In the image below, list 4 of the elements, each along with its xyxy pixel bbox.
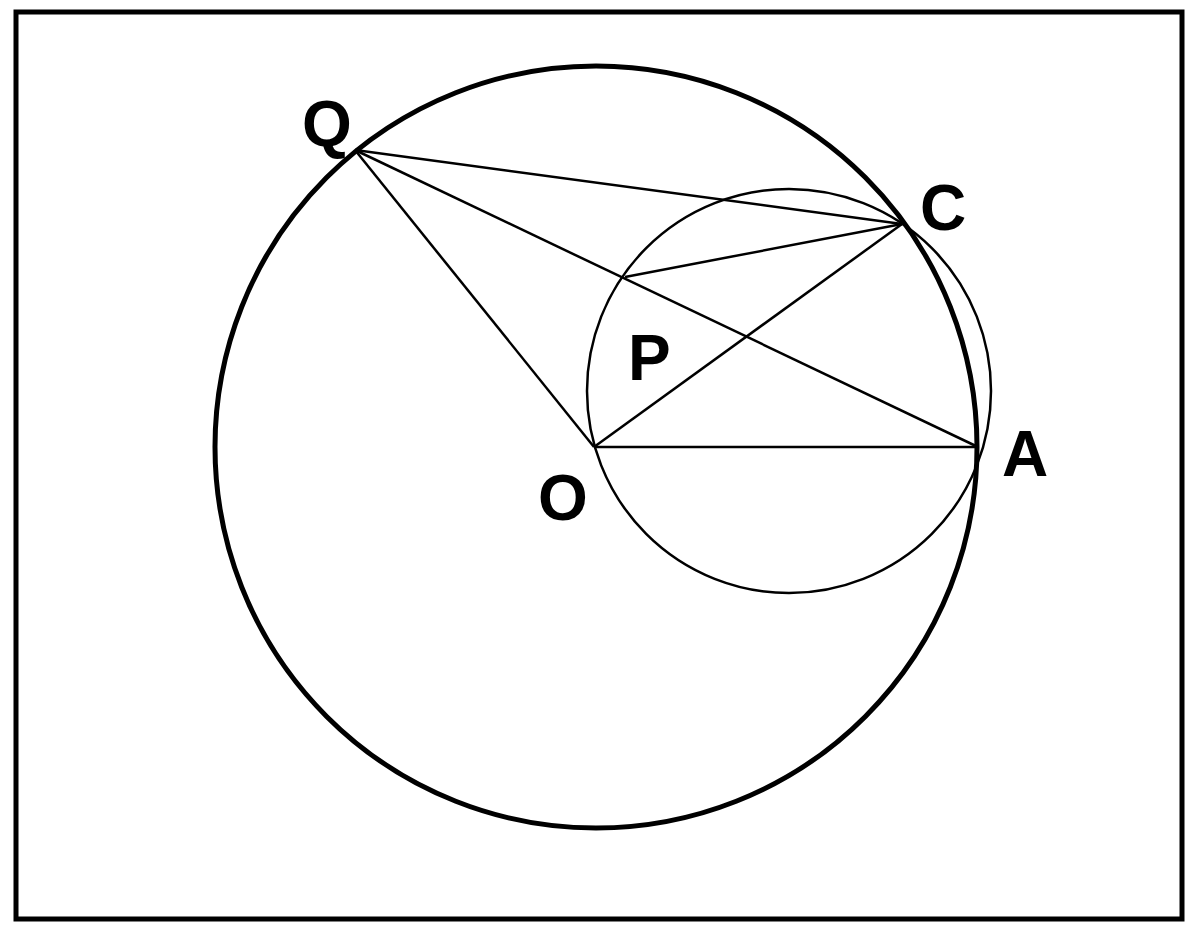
point-label: P — [628, 326, 671, 390]
point-label: C — [920, 176, 967, 240]
point-label: O — [538, 466, 588, 530]
point-label: A — [1002, 422, 1049, 486]
